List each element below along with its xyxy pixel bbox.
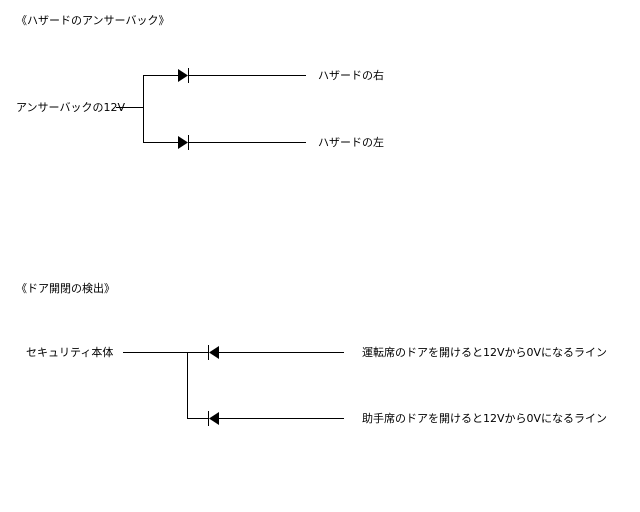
diode-bottom-symbol — [178, 136, 188, 149]
hazard-right-label: ハザードの右 — [318, 68, 384, 82]
passenger-door-line-label: 助手席のドアを開けると12Vから0Vになるライン — [362, 411, 607, 425]
hazard-answerback-section: 《ハザードのアンサーバック》 アンサーバックの12V ハザードの右 ハザードの左 — [16, 14, 384, 150]
diode-driver-symbol — [209, 346, 219, 359]
section-heading-door: 《ドア開閉の検出》 — [16, 281, 115, 295]
answerback-12v-label: アンサーバックの12V — [16, 101, 125, 114]
section-heading-hazard: 《ハザードのアンサーバック》 — [16, 14, 169, 27]
door-detection-section: 《ドア開閉の検出》 セキュリティ本体 運転席のドアを開けると12Vから0Vになる… — [16, 281, 607, 426]
hazard-left-label: ハザードの左 — [318, 136, 384, 149]
diode-top-symbol — [178, 69, 188, 82]
security-unit-label: セキュリティ本体 — [26, 345, 113, 359]
driver-door-line-label: 運転席のドアを開けると12Vから0Vになるライン — [362, 345, 607, 359]
diode-passenger-symbol — [209, 412, 219, 425]
